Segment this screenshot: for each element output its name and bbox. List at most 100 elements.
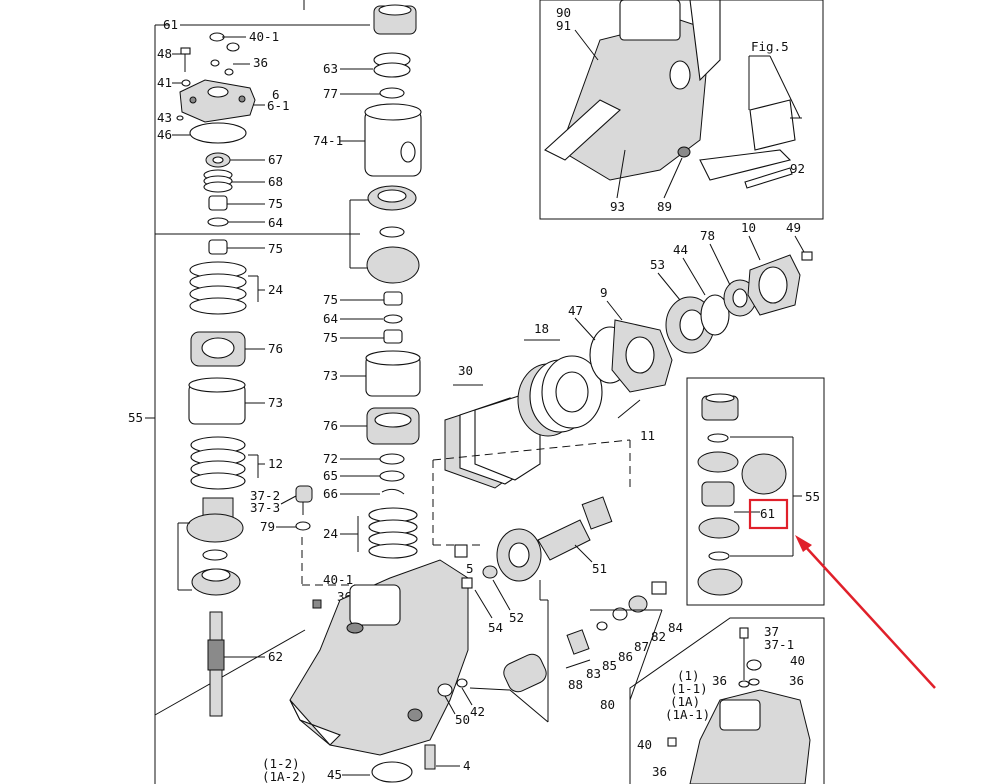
inset-fig5-labels: Fig.5 90 91 92 93 89: [556, 5, 805, 214]
label-36c: 36: [712, 673, 727, 688]
label-37: 37: [764, 624, 779, 639]
label-78: 78: [700, 228, 715, 243]
inset-bottom-right: [629, 617, 825, 784]
label-66: 66: [323, 486, 338, 501]
label-44: 44: [673, 242, 688, 257]
label-65: 65: [323, 468, 338, 483]
label-12: 12: [268, 456, 283, 471]
label-1a-2: (1A-2): [262, 769, 307, 784]
label-80: 80: [600, 697, 615, 712]
label-42: 42: [470, 704, 485, 719]
center-labels: 63 77 74-1 75 64 75 73 76 72 65 66 37-2 …: [250, 61, 384, 604]
label-40-1b: 40-1: [323, 572, 353, 587]
label-84: 84: [668, 620, 683, 635]
label-37-2: 37-2: [250, 488, 280, 503]
inset-gear-group: [686, 377, 825, 606]
label-54: 54: [488, 620, 503, 635]
label-49: 49: [786, 220, 801, 235]
clutch-labels: 30 18: [458, 321, 549, 378]
label-79: 79: [260, 519, 275, 534]
label-10: 10: [741, 220, 756, 235]
label-37-3: 37-3: [250, 500, 280, 515]
label-72: 72: [323, 451, 338, 466]
label-1a: (1A): [670, 694, 700, 709]
label-1a-1: (1A-1): [665, 707, 710, 722]
label-82: 82: [651, 629, 666, 644]
label-75b: 75: [268, 241, 283, 256]
label-40: 40: [790, 653, 805, 668]
left-labels: 61 40-1 48 36 41 6 6-1 43 46 67 68 75 64…: [128, 17, 370, 784]
label-4: 4: [463, 758, 471, 773]
pointer-arrow: [795, 535, 936, 689]
label-53: 53: [650, 257, 665, 272]
label-64: 64: [268, 215, 283, 230]
drive-shaft-parts: [437, 496, 667, 723]
label-40-1: 40-1: [249, 29, 279, 44]
label-24: 24: [268, 282, 283, 297]
label-52: 52: [509, 610, 524, 625]
label-36e: 36: [652, 764, 667, 779]
label-9: 9: [600, 285, 608, 300]
highlighted-label-61: 61: [760, 506, 775, 521]
label-74-1: 74-1: [313, 133, 343, 148]
label-11: 11: [640, 428, 655, 443]
label-45: 45: [327, 767, 342, 782]
clutch-plates: [432, 339, 631, 546]
label-37-1: 37-1: [764, 637, 794, 652]
label-43: 43: [157, 110, 172, 125]
bracket-55: [145, 24, 360, 784]
label-73: 73: [268, 395, 283, 410]
label-40b: 40: [637, 737, 652, 752]
label-1-2: (1-2): [262, 756, 300, 771]
label-89: 89: [657, 199, 672, 214]
label-5: 5: [466, 561, 474, 576]
center-column-parts: [295, 0, 422, 559]
label-75: 75: [268, 196, 283, 211]
inset-fig5: [539, 0, 824, 220]
label-62: 62: [268, 649, 283, 664]
label-1: (1): [677, 668, 700, 683]
label-88: 88: [568, 677, 583, 692]
label-1-1: (1-1): [670, 681, 708, 696]
label-75c: 75: [323, 292, 338, 307]
label-76b: 76: [323, 418, 338, 433]
label-91: 91: [556, 18, 571, 33]
label-68: 68: [268, 174, 283, 189]
label-50: 50: [455, 712, 470, 727]
label-90: 90: [556, 5, 571, 20]
drive-shaft-labels: 5 54 52 51 50 42 4 85 86 87 82 84 83 88 …: [436, 544, 683, 773]
left-column-parts: [176, 32, 259, 717]
label-63: 63: [323, 61, 338, 76]
label-51: 51: [592, 561, 607, 576]
output-housing: [589, 251, 813, 419]
label-18: 18: [534, 321, 549, 336]
label-75d: 75: [323, 330, 338, 345]
output-labels: 47 9 53 44 78 10 49 11: [568, 220, 805, 443]
label-83: 83: [586, 666, 601, 681]
label-36d: 36: [789, 673, 804, 688]
label-55b: 55: [805, 489, 820, 504]
label-86: 86: [618, 649, 633, 664]
gearcase-housing: [289, 537, 469, 783]
label-47: 47: [568, 303, 583, 318]
label-77: 77: [323, 86, 338, 101]
highlight-box: [748, 498, 789, 530]
label-55: 55: [128, 410, 143, 425]
label-67: 67: [268, 152, 283, 167]
label-41: 41: [157, 75, 172, 90]
label-24b: 24: [323, 526, 338, 541]
label-6-1: 6-1: [267, 98, 290, 113]
inset-gear-labels: 55 61: [748, 489, 820, 530]
figure-label: Fig.5: [751, 39, 789, 54]
label-36: 36: [253, 55, 268, 70]
label-85: 85: [602, 658, 617, 673]
label-87: 87: [634, 639, 649, 654]
label-46: 46: [157, 127, 172, 142]
label-73b: 73: [323, 368, 338, 383]
inset-bottom-right-labels: 37 37-1 40 36 36 (1) (1-1) (1A) (1A-1) 4…: [637, 624, 805, 779]
label-76: 76: [268, 341, 283, 356]
label-6: 6: [272, 87, 280, 102]
label-61: 61: [163, 17, 178, 32]
label-48: 48: [157, 46, 172, 61]
label-92: 92: [790, 161, 805, 176]
